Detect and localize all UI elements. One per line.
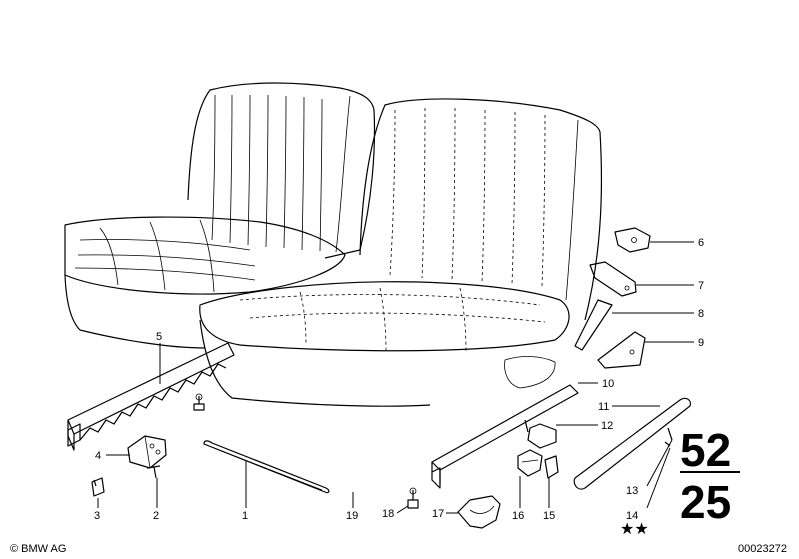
callout-14: 14: [626, 510, 638, 522]
part-1-rod: [203, 440, 330, 494]
callout-6: 6: [698, 237, 704, 249]
callout-7: 7: [698, 280, 704, 292]
callout-1: 1: [242, 510, 248, 522]
stars: ★★: [620, 521, 649, 538]
part-4-bracket: [127, 435, 167, 469]
copyright: © BMW AG: [10, 543, 66, 555]
part-16-clamp: [517, 449, 543, 477]
callout-2: 2: [153, 510, 159, 522]
part-13-14-clips: [664, 427, 673, 447]
part-2-screw: [146, 465, 161, 479]
group-code: 52 25 ★★: [620, 424, 740, 538]
part-3-clip: [91, 477, 105, 497]
part-18-bolt: [407, 487, 419, 509]
callout-15: 15: [543, 510, 555, 522]
group-code-bottom: 25: [680, 476, 731, 528]
part-7-bracket: [589, 261, 637, 297]
seat-illustration: [64, 82, 603, 407]
callout-17: 17: [432, 508, 444, 520]
callout-18: 18: [382, 508, 394, 520]
callout-19: 19: [346, 510, 358, 522]
callouts: 1 2 3 4 5 6 7 8 9 10 11 12 13 14 15 16 1…: [94, 237, 704, 522]
part-17-bracket: [457, 495, 501, 529]
part-5-toothed-rail: [67, 342, 235, 451]
part-6-bracket: [614, 227, 651, 253]
part-8-bracket: [574, 299, 613, 351]
callout-11: 11: [598, 401, 609, 413]
image-number: 00023272: [738, 543, 787, 555]
callout-16: 16: [512, 510, 524, 522]
part-11-tube: [573, 397, 691, 490]
part-10-rail: [431, 384, 579, 489]
leader-lines: [97, 241, 694, 514]
callout-12: 12: [601, 420, 613, 432]
part-15-knob: [544, 455, 559, 479]
callout-8: 8: [698, 308, 704, 320]
callout-13: 13: [626, 485, 638, 497]
callout-5: 5: [156, 331, 162, 343]
part-19-bolt: [193, 393, 205, 411]
callout-4: 4: [95, 450, 101, 462]
group-code-top: 52: [680, 424, 731, 476]
part-9-bracket: [597, 331, 646, 369]
callout-9: 9: [698, 337, 704, 349]
part-12-pin: [524, 419, 557, 449]
callout-3: 3: [94, 510, 100, 522]
callout-10: 10: [602, 378, 614, 390]
